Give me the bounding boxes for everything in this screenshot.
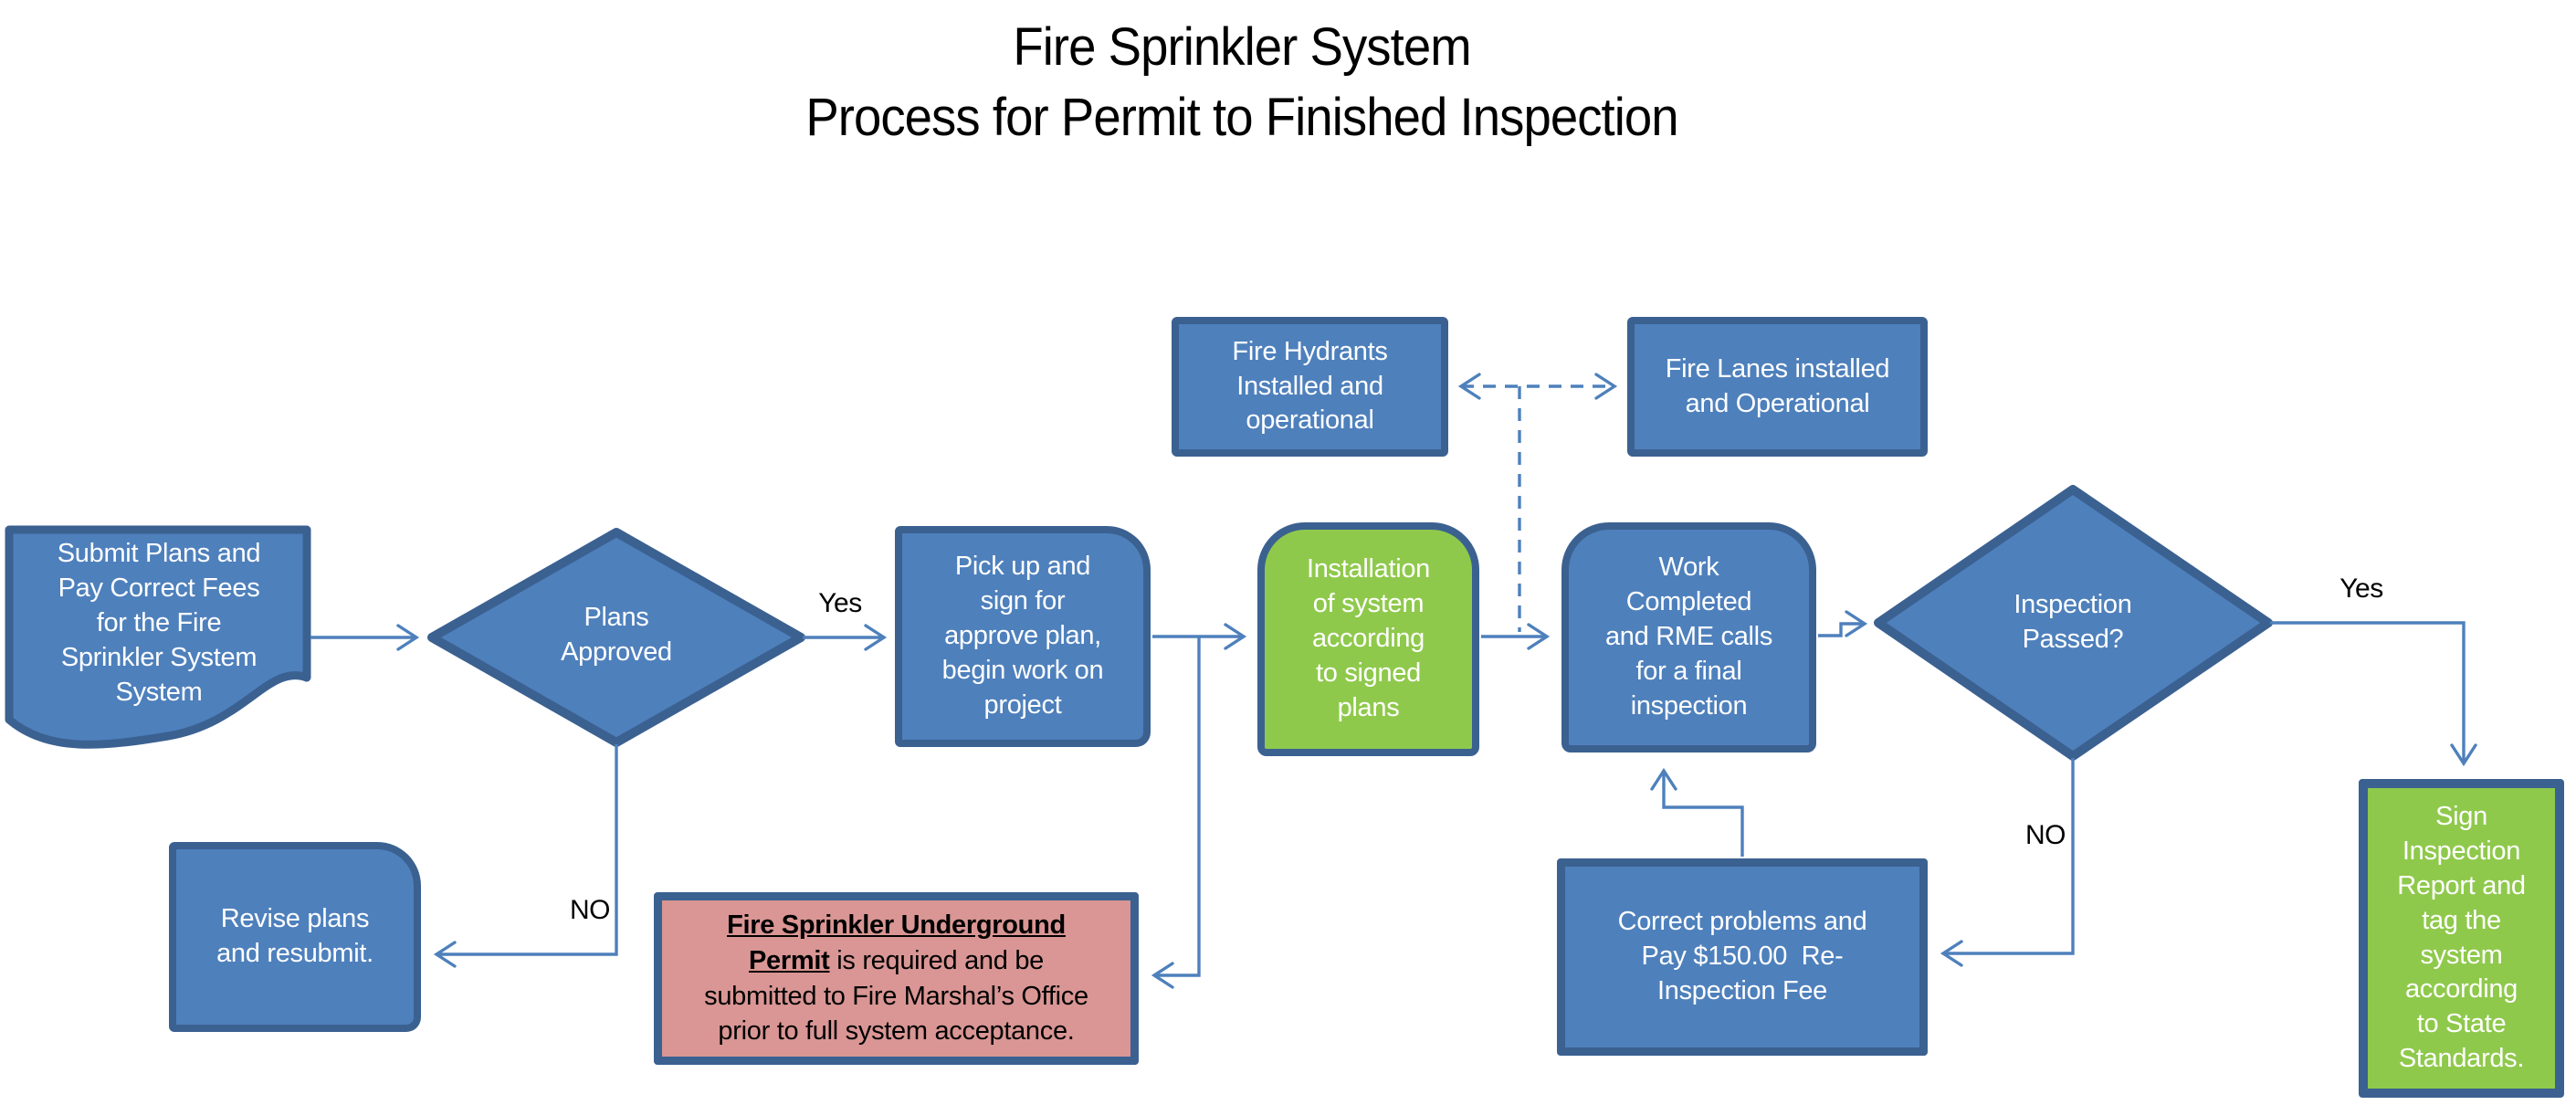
node-sign-report-text: Sign Inspection Report and tag the syste… [2397, 801, 2526, 1074]
node-correct-problems: Correct problems and Pay $150.00 Re- Ins… [1557, 858, 1928, 1056]
node-revise-plans: Revise plans and resubmit. [169, 842, 421, 1032]
underground-permit-rest2: is required and be [829, 945, 1044, 975]
node-fire-lanes: Fire Lanes installed and Operational [1627, 317, 1928, 457]
connector-plans-no-to-revise [433, 744, 618, 968]
page-title-line1: Fire Sprinkler System [1013, 17, 1471, 77]
node-fire-hydrants: Fire Hydrants Installed and operational [1172, 317, 1448, 457]
node-sign-report: Sign Inspection Report and tag the syste… [2359, 779, 2564, 1098]
node-submit-plans-text: Submit Plans and Pay Correct Fees for th… [57, 539, 261, 707]
node-pickup-sign-plan-text: Pick up and sign for approve plan, begin… [941, 552, 1104, 720]
node-work-completed: Work Completed and RME calls for a final… [1561, 522, 1816, 752]
label-inspection-yes: Yes [2339, 574, 2383, 604]
page-title-line2: Process for Permit to Finished Inspectio… [805, 87, 1678, 147]
node-installation-text: Installation of system according to sign… [1306, 554, 1431, 722]
underground-permit-line1: Fire Sprinkler Underground [662, 908, 1130, 943]
connector-branch-to-underground-permit [1151, 637, 1201, 989]
node-correct-problems-text: Correct problems and Pay $150.00 Re- Ins… [1617, 907, 1867, 1005]
page-title: Fire Sprinkler System Process for Permit… [469, 13, 2014, 153]
underground-permit-bold2: Permit [749, 945, 830, 975]
node-installation: Installation of system according to sign… [1257, 522, 1479, 756]
underground-permit-line3: submitted to Fire Marshal’s Office [704, 981, 1088, 1011]
node-submit-plans-shape [5, 525, 311, 749]
node-underground-permit-text: Fire Sprinkler Underground Permit is req… [662, 908, 1130, 1048]
decision-inspection-passed-text: Inspection Passed? [2013, 590, 2132, 654]
node-work-completed-text: Work Completed and RME calls for a final… [1604, 552, 1773, 721]
decision-plans-approved-text: Plans Approved [561, 603, 672, 667]
connector-correct-to-work [1650, 767, 1744, 857]
label-inspection-no: NO [2025, 820, 2066, 850]
decision-plans-approved [427, 528, 805, 747]
connector-inspection-no-to-correct [1940, 758, 2075, 967]
node-pickup-sign-plan: Pick up and sign for approve plan, begin… [895, 526, 1151, 747]
connector-work-to-inspection [1818, 610, 1868, 637]
node-revise-plans-text: Revise plans and resubmit. [216, 904, 373, 968]
label-plans-no: NO [570, 895, 611, 925]
connector-inspection-yes-to-sign [2270, 621, 2477, 767]
node-fire-lanes-text: Fire Lanes installed and Operational [1665, 353, 1890, 418]
label-plans-yes: Yes [818, 588, 862, 618]
underground-permit-bold1: Fire Sprinkler Underground [727, 910, 1066, 941]
node-fire-hydrants-text: Fire Hydrants Installed and operational [1232, 336, 1388, 436]
node-underground-permit: Fire Sprinkler Underground Permit is req… [654, 892, 1139, 1065]
underground-permit-line4: prior to full system acceptance. [718, 1016, 1075, 1047]
decision-inspection-passed [1874, 485, 2273, 761]
underground-permit-line2: Permit is required and be [662, 943, 1130, 979]
